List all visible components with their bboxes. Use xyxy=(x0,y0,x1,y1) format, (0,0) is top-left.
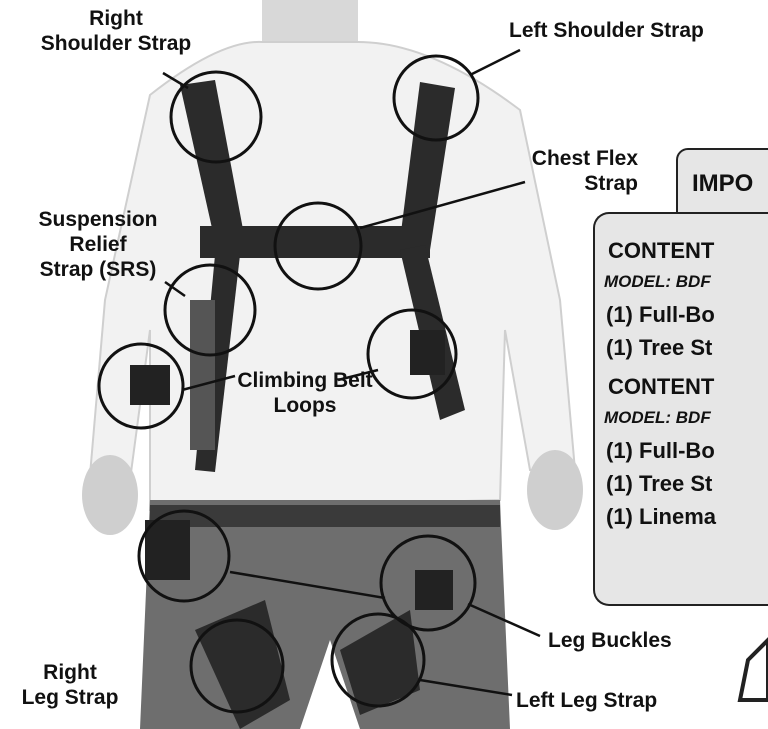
label-right-shoulder-line2: Shoulder Strap xyxy=(16,31,216,56)
leg-buckle-left xyxy=(415,570,453,610)
contents-heading-1: CONTENT xyxy=(608,238,714,264)
label-right-leg-line1: Right xyxy=(0,660,140,685)
climbing-belt-loop-left xyxy=(410,330,445,375)
label-climbing-belt-loops: Climbing Belt Loops xyxy=(230,368,380,418)
label-srs-line1: Suspension xyxy=(8,207,188,232)
label-right-shoulder-line1: Right xyxy=(16,6,216,31)
item-2-3: (1) Linema xyxy=(606,504,716,530)
item-2-2: (1) Tree St xyxy=(606,471,712,497)
item-1-2: (1) Tree St xyxy=(606,335,712,361)
label-right-shoulder-strap: Right Shoulder Strap xyxy=(16,6,216,56)
climbing-belt-loop-right xyxy=(130,365,170,405)
jeans xyxy=(140,500,510,729)
right-hand xyxy=(82,455,138,535)
contents-heading-2: CONTENT xyxy=(608,374,714,400)
label-suspension-relief-strap: Suspension Relief Strap (SRS) xyxy=(8,207,188,282)
label-right-leg-line2: Leg Strap xyxy=(0,685,140,710)
label-srs-line3: Strap (SRS) xyxy=(8,257,188,282)
label-climbing-belt-line1: Climbing Belt xyxy=(230,368,380,393)
label-right-leg-strap: Right Leg Strap xyxy=(0,660,140,710)
leader-left-shoulder xyxy=(470,50,520,75)
leg-buckle-right xyxy=(145,520,190,580)
label-climbing-belt-line2: Loops xyxy=(230,393,380,418)
panel-text-clip: IMPO CONTENT MODEL: BDF (1) Full-Bo (1) … xyxy=(590,0,768,729)
important-heading: IMPO xyxy=(692,170,753,198)
item-1-1: (1) Full-Bo xyxy=(606,302,715,328)
label-srs-line2: Relief xyxy=(8,232,188,257)
item-2-1: (1) Full-Bo xyxy=(606,438,715,464)
left-hand xyxy=(527,450,583,530)
model-line-2: MODEL: BDF xyxy=(604,408,711,428)
srs-strap xyxy=(190,300,215,450)
chest-flex-strap xyxy=(200,226,430,258)
model-line-1: MODEL: BDF xyxy=(604,272,711,292)
